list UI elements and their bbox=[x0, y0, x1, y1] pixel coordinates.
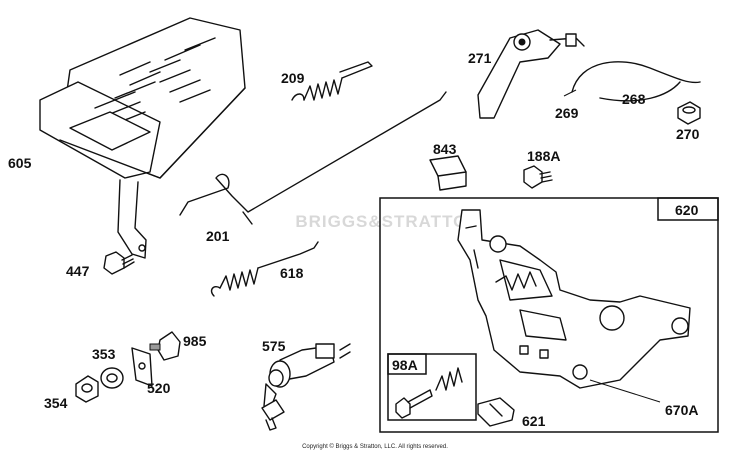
label-621: 621 bbox=[522, 413, 546, 429]
part-575-switch bbox=[261, 343, 351, 431]
part-270-nut bbox=[677, 101, 701, 125]
label-605: 605 bbox=[8, 155, 32, 171]
part-447-screw bbox=[103, 251, 135, 275]
part-985-connector bbox=[149, 331, 181, 361]
part-98a-box bbox=[387, 353, 477, 421]
part-620-control bbox=[457, 209, 691, 389]
part-618-spring bbox=[210, 241, 319, 297]
part-354-nut bbox=[75, 375, 99, 403]
label-98a: 98A bbox=[392, 357, 418, 373]
part-620-box bbox=[379, 197, 719, 433]
part-188a-screw bbox=[523, 165, 553, 189]
leader-670a bbox=[589, 379, 661, 403]
label-270: 270 bbox=[676, 126, 700, 142]
copyright-notice: Copyright © Briggs & Stratton, LLC. All … bbox=[302, 444, 448, 450]
label-575: 575 bbox=[262, 338, 286, 354]
label-985: 985 bbox=[183, 333, 207, 349]
label-269: 269 bbox=[555, 105, 579, 121]
label-354: 354 bbox=[44, 395, 68, 411]
part-843-block bbox=[429, 155, 467, 191]
label-843: 843 bbox=[433, 141, 457, 157]
part-621-clip bbox=[477, 397, 515, 427]
part-520-plate bbox=[131, 347, 153, 387]
label-271: 271 bbox=[468, 50, 492, 66]
label-353: 353 bbox=[92, 346, 116, 362]
label-670a: 670A bbox=[665, 402, 699, 418]
label-201: 201 bbox=[206, 228, 230, 244]
part-201-link bbox=[179, 91, 447, 225]
label-209: 209 bbox=[281, 70, 305, 86]
part-268-cable bbox=[563, 61, 701, 102]
part-605-cover bbox=[39, 17, 246, 259]
brand-watermark: BRIGGS&STRATTON bbox=[295, 212, 481, 231]
label-620: 620 bbox=[675, 202, 699, 218]
label-618: 618 bbox=[280, 265, 304, 281]
part-271-bracket bbox=[477, 29, 585, 119]
label-188a: 188A bbox=[527, 148, 561, 164]
label-447: 447 bbox=[66, 263, 90, 279]
label-520: 520 bbox=[147, 380, 171, 396]
label-268: 268 bbox=[622, 91, 646, 107]
part-209-spring bbox=[291, 61, 373, 101]
part-353-washer bbox=[100, 367, 124, 389]
